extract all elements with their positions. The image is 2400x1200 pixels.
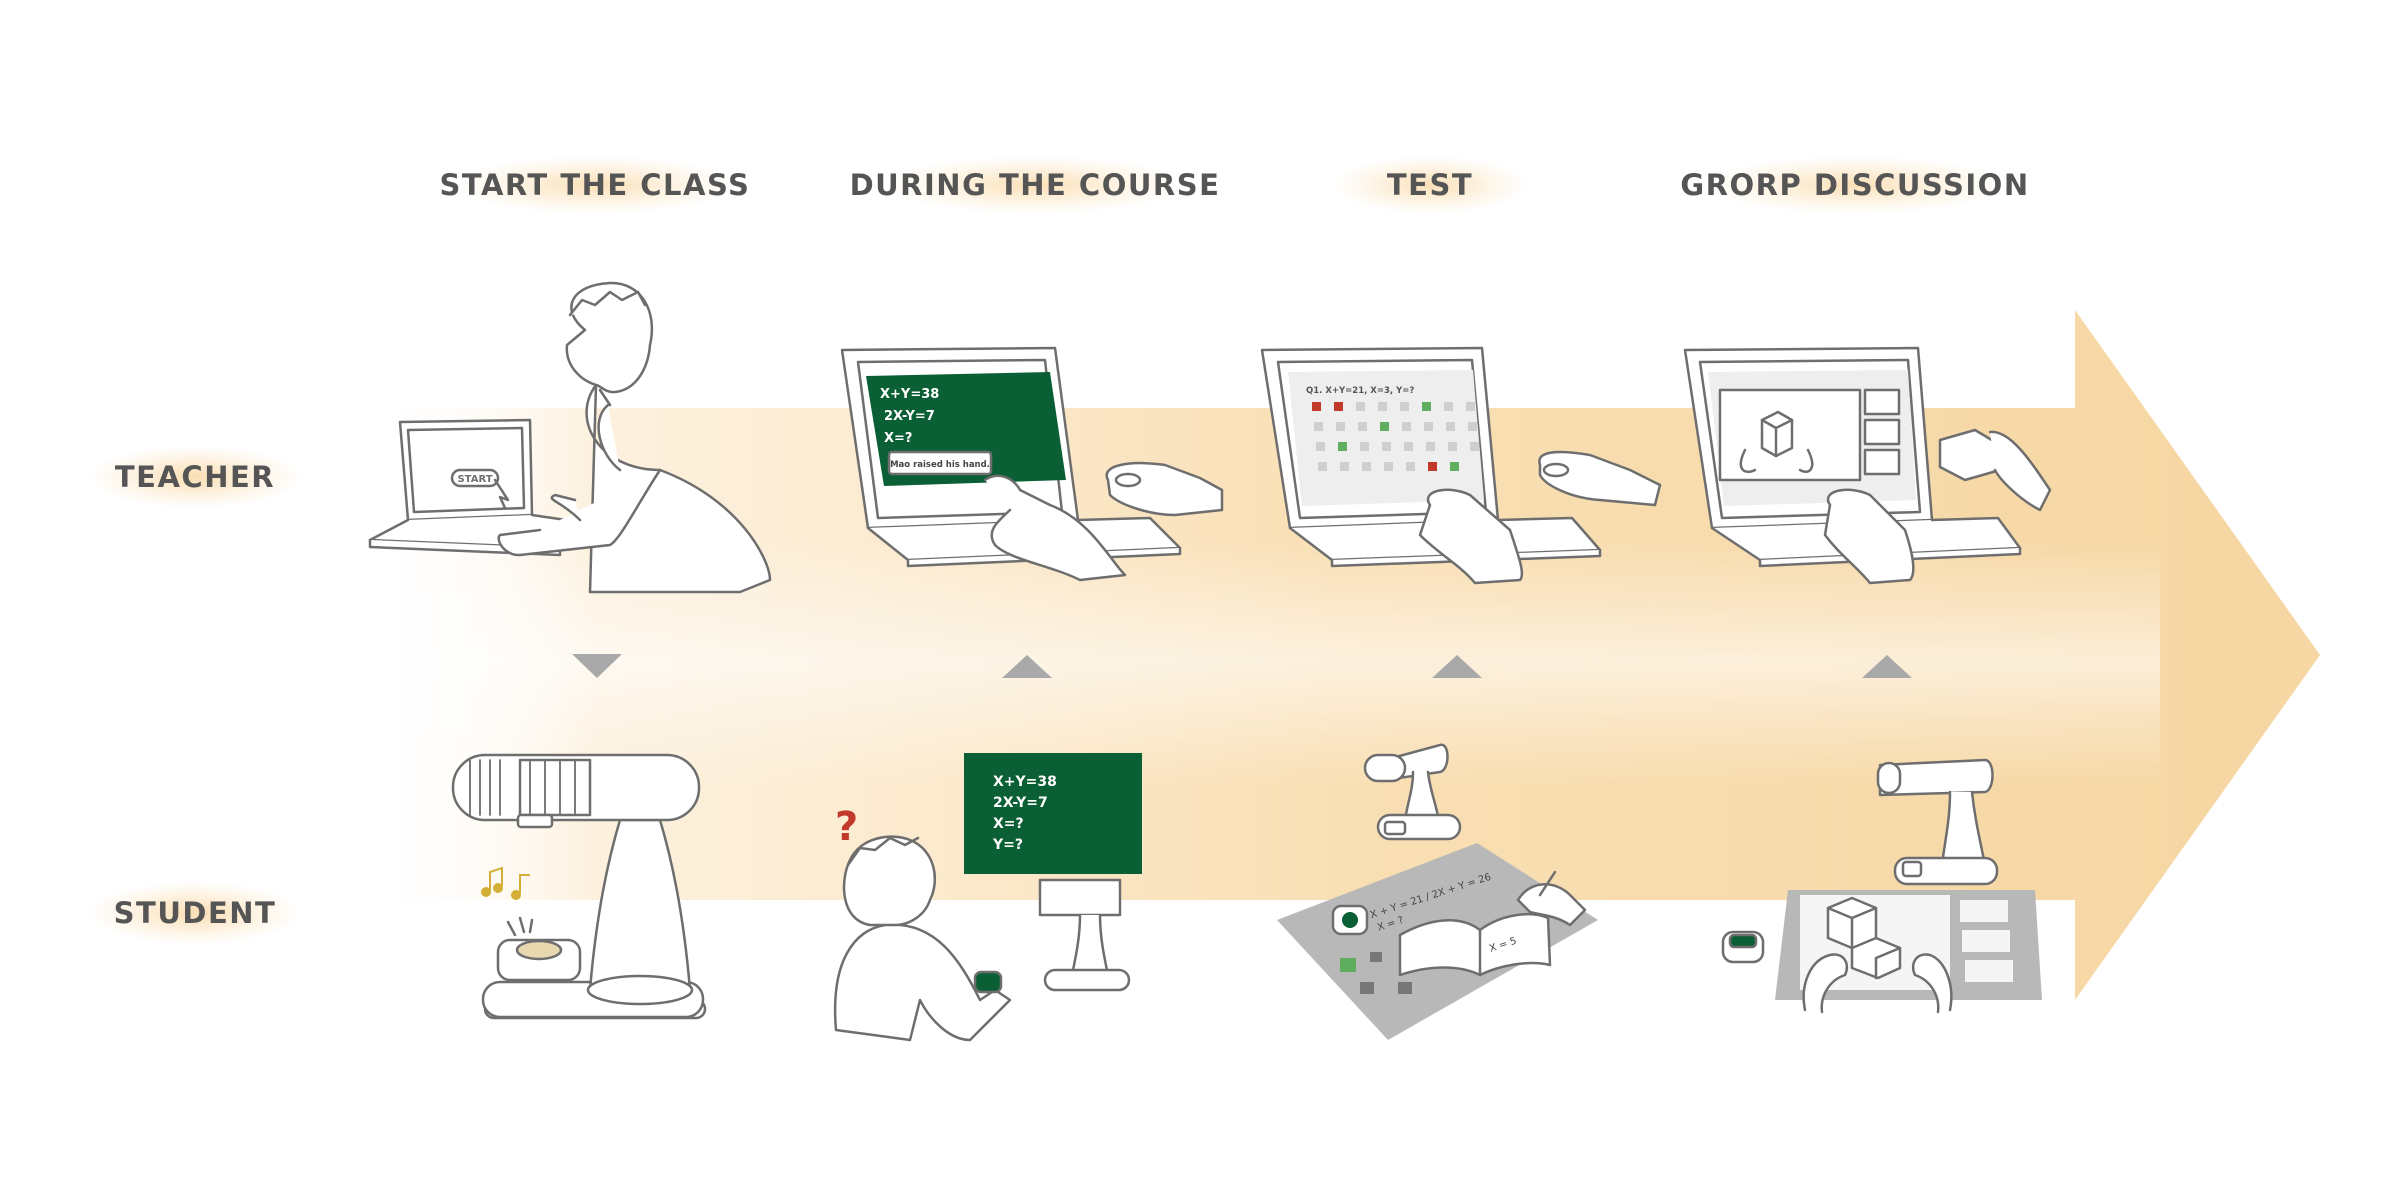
answer-cell xyxy=(1400,402,1409,411)
answer-cell xyxy=(1360,442,1369,451)
answer-cell xyxy=(1312,402,1321,411)
answer-cell xyxy=(1446,422,1455,431)
answer-cell xyxy=(1334,402,1343,411)
answer-cell xyxy=(1338,442,1347,451)
board-line: X=? xyxy=(884,431,912,446)
answer-cell xyxy=(1356,402,1365,411)
answer-cell xyxy=(1314,422,1323,431)
stage-title-test: TEST xyxy=(1310,150,1550,220)
answer-cell xyxy=(1316,442,1325,451)
answer-cell xyxy=(1384,462,1393,471)
answer-cell xyxy=(1318,462,1327,471)
teacher-discussion-illustration xyxy=(1685,348,2050,583)
answer-cell xyxy=(1426,442,1435,451)
answer-cell xyxy=(1450,462,1459,471)
stage-title-text: TEST xyxy=(1387,168,1473,202)
board-line: 2X-Y=7 xyxy=(884,409,935,424)
answer-cell xyxy=(1470,442,1479,451)
answer-cell xyxy=(1358,422,1367,431)
answer-cell xyxy=(1428,462,1437,471)
answer-cell xyxy=(1466,402,1475,411)
stage-title-course: DURING THE COURSE xyxy=(850,150,1220,220)
stage-title-text: START THE CLASS xyxy=(440,168,751,202)
role-label-text: TEACHER xyxy=(115,460,275,494)
answer-cell xyxy=(1336,422,1345,431)
question-mark-icon: ? xyxy=(835,804,858,850)
start-button-label: START xyxy=(457,474,492,485)
notification-text: Mao raised his hand. xyxy=(890,460,990,470)
answer-cell xyxy=(1340,462,1349,471)
stage-title-text: GRORP DISCUSSION xyxy=(1680,168,2029,202)
answer-cell xyxy=(1406,462,1415,471)
stage-title-start: START THE CLASS xyxy=(420,150,770,220)
answer-cell xyxy=(1402,422,1411,431)
student-board xyxy=(964,753,1142,874)
board-line: X=? xyxy=(993,816,1024,832)
board-line: 2X-Y=7 xyxy=(993,795,1048,811)
answer-cell xyxy=(1468,422,1477,431)
role-label-text: STUDENT xyxy=(114,896,277,930)
answer-cell xyxy=(1444,402,1453,411)
test-question-text: Q1. X+Y=21, X=3, Y=? xyxy=(1306,386,1414,396)
role-label-student: STUDENT xyxy=(90,878,300,948)
answer-cell xyxy=(1382,442,1391,451)
stage-title-discussion: GRORP DISCUSSION xyxy=(1670,150,2040,220)
answer-cell xyxy=(1424,422,1433,431)
board-line: X+Y=38 xyxy=(993,774,1057,790)
answer-cell xyxy=(1422,402,1431,411)
board-line: X+Y=38 xyxy=(880,387,939,402)
answer-cell xyxy=(1378,402,1387,411)
answer-cell xyxy=(1448,442,1457,451)
answer-cell xyxy=(1362,462,1371,471)
stage-title-text: DURING THE COURSE xyxy=(850,168,1221,202)
answer-cell xyxy=(1404,442,1413,451)
answer-cell xyxy=(1380,422,1389,431)
board-line: Y=? xyxy=(992,837,1023,853)
role-label-teacher: TEACHER xyxy=(90,442,300,512)
